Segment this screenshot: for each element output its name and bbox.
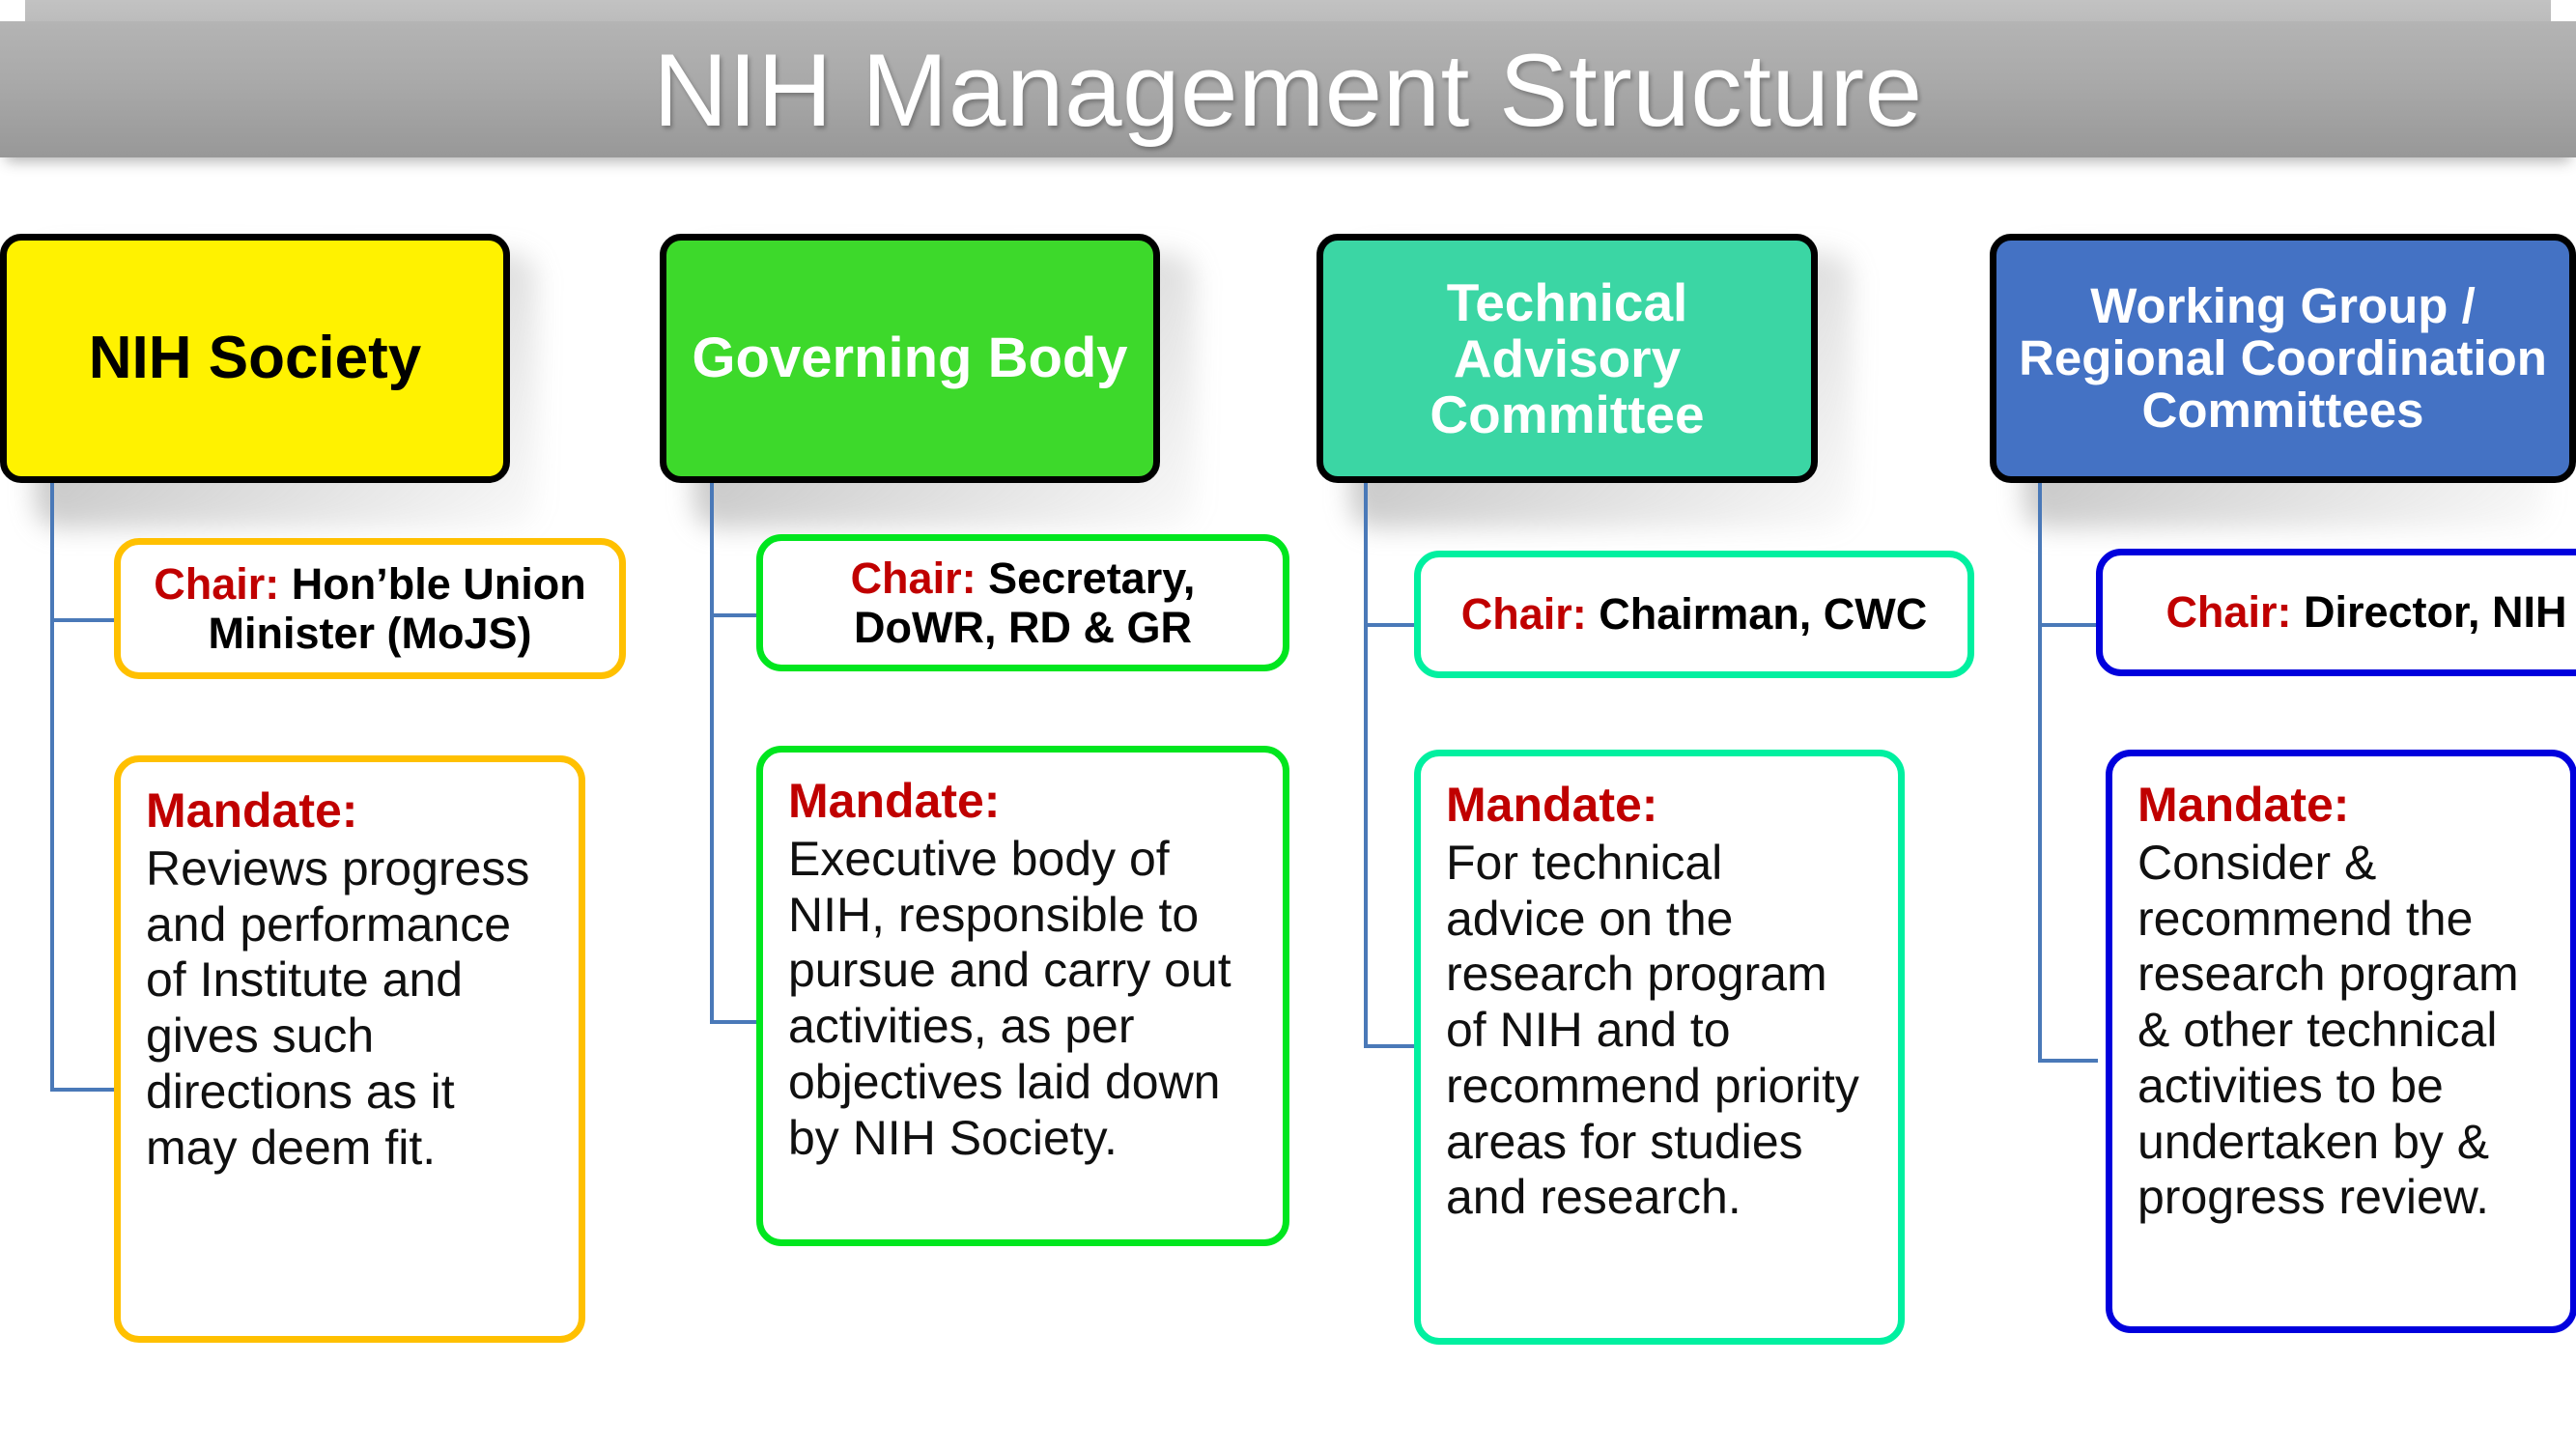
connector-to-mandate	[2038, 1059, 2098, 1063]
header-working-group-regional-coordination-committees[interactable]: Working Group / Regional Coordination Co…	[1990, 234, 2576, 483]
header-nih-society[interactable]: NIH Society	[0, 234, 510, 483]
mandate-text: Reviews progress and performance of Inst…	[146, 840, 530, 1175]
header-label: NIH Society	[88, 325, 422, 392]
mandate-card-technical-advisory-committee[interactable]: Mandate: For technical advice on the res…	[1414, 750, 1905, 1345]
mandate-text: Consider & recommend the research progra…	[2137, 835, 2519, 1225]
chair-label: Chair:	[1460, 589, 1587, 639]
chair-value: Hon’ble Union Minister (MoJS)	[208, 558, 586, 658]
mandate-label: Mandate:	[788, 774, 1001, 828]
mandate-card-governing-body[interactable]: Mandate: Executive body of NIH, responsi…	[756, 746, 1289, 1246]
page-title: NIH Management Structure	[653, 31, 1923, 148]
connector-vertical	[2038, 483, 2042, 1063]
banner-top-strip	[25, 0, 2551, 21]
chair-card-working-group[interactable]: Chair: Director, NIH	[2096, 549, 2576, 676]
connector-to-mandate	[1364, 1044, 1418, 1048]
connector-vertical	[50, 483, 54, 1092]
connector-to-mandate	[50, 1088, 116, 1092]
chair-label: Chair:	[2166, 587, 2292, 638]
mandate-card-nih-society[interactable]: Mandate: Reviews progress and performanc…	[114, 755, 585, 1343]
mandate-label: Mandate:	[2137, 778, 2350, 832]
mandate-card-working-group[interactable]: Mandate: Consider & recommend the resear…	[2106, 750, 2576, 1333]
chair-value: Chairman, CWC	[1599, 589, 1928, 639]
connector-vertical	[710, 483, 714, 1024]
connector-to-chair	[710, 613, 758, 617]
chair-text: Chair: Hon’ble Union Minister (MoJS)	[134, 559, 606, 659]
connector-to-chair	[2038, 623, 2098, 627]
chair-text: Chair: Secretary, DoWR, RD & GR	[777, 554, 1269, 653]
chair-label: Chair:	[154, 558, 280, 609]
connector-to-chair	[50, 618, 116, 622]
header-label: Technical Advisory Committee	[1430, 271, 1705, 445]
banner-body	[0, 21, 2576, 157]
chair-text: Chair: Chairman, CWC	[1461, 589, 1928, 639]
chair-card-nih-society[interactable]: Chair: Hon’ble Union Minister (MoJS)	[114, 538, 626, 679]
mandate-label: Mandate:	[146, 783, 358, 838]
chair-label: Chair:	[850, 553, 977, 603]
header-technical-advisory-committee[interactable]: Technical Advisory Committee	[1316, 234, 1818, 483]
chair-value: Secretary, DoWR, RD & GR	[854, 553, 1196, 652]
connector-vertical	[1364, 483, 1368, 1048]
header-label: Working Group / Regional Coordination Co…	[2019, 277, 2547, 439]
chair-card-technical-advisory-committee[interactable]: Chair: Chairman, CWC	[1414, 551, 1974, 678]
mandate-label: Mandate:	[1446, 778, 1658, 832]
header-governing-body[interactable]: Governing Body	[660, 234, 1160, 483]
chair-card-governing-body[interactable]: Chair: Secretary, DoWR, RD & GR	[756, 534, 1289, 671]
chair-text: Chair: Director, NIH	[2166, 587, 2566, 637]
header-label: Governing Body	[692, 327, 1128, 390]
mandate-text: For technical advice on the research pro…	[1446, 835, 1859, 1225]
mandate-text: Executive body of NIH, responsible to pu…	[788, 831, 1231, 1165]
connector-to-mandate	[710, 1020, 758, 1024]
connector-to-chair	[1364, 623, 1418, 627]
chair-value: Director, NIH	[2303, 587, 2567, 638]
title-banner: NIH Management Structure	[0, 0, 2576, 157]
